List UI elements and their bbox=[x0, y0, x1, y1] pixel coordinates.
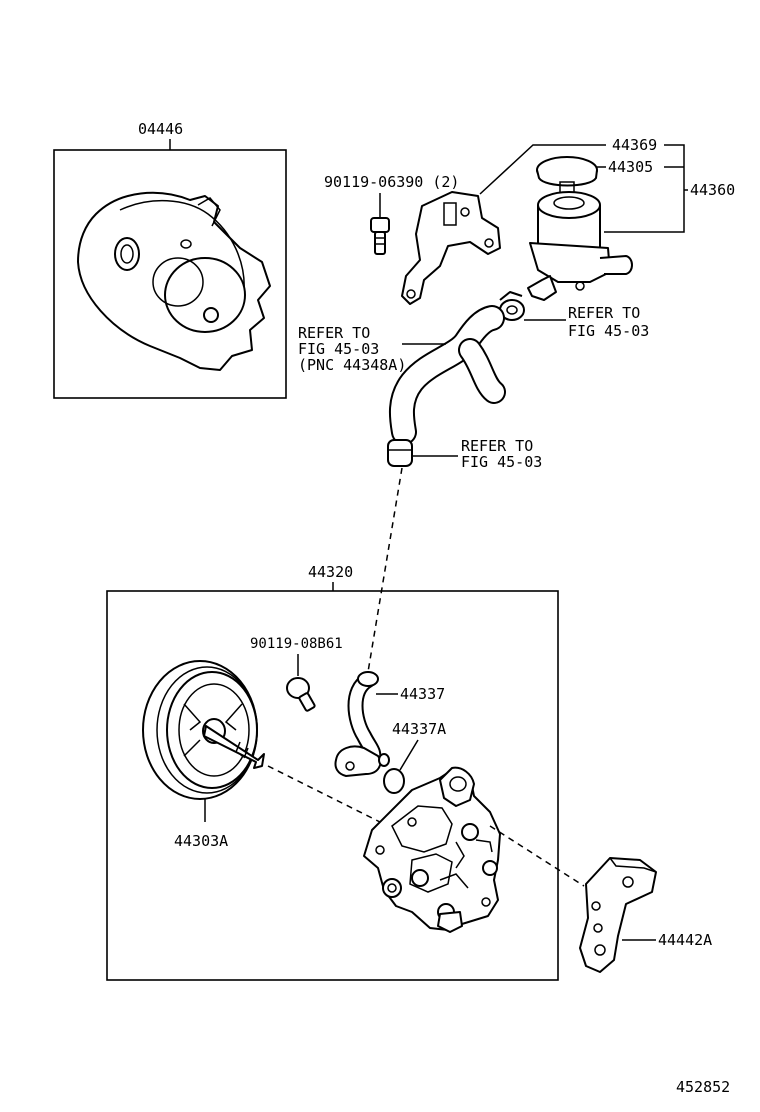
label-44369[interactable]: 44369 bbox=[612, 136, 657, 154]
label-44305[interactable]: 44305 bbox=[608, 158, 653, 176]
figure-number: 452852 bbox=[676, 1078, 730, 1096]
pulley-44303a bbox=[142, 660, 265, 800]
label-04446[interactable]: 04446 bbox=[138, 120, 183, 138]
label-refer-clamp-b-2[interactable]: FIG 45-03 bbox=[461, 453, 542, 471]
label-refer-hose-1[interactable]: REFER TO bbox=[298, 324, 370, 342]
pump-assembly-group: 44320 90119-08B61 44337 44337A bbox=[106, 563, 712, 981]
o-ring-44337a bbox=[383, 768, 405, 794]
upper-hose-clamp bbox=[499, 291, 525, 321]
pump-body bbox=[363, 766, 501, 933]
gasket-kit-illustration bbox=[77, 191, 271, 371]
upper-clamp-group: REFER TO FIG 45-03 bbox=[499, 291, 649, 340]
label-44337a[interactable]: 44337A bbox=[392, 720, 446, 738]
dashed-connector-shaft-pump bbox=[267, 765, 401, 833]
suction-hose-group: REFER TO FIG 45-03 (PNC 44348A) bbox=[298, 305, 506, 445]
dashed-connector-pump-bracket bbox=[489, 825, 585, 887]
label-44303a[interactable]: 44303A bbox=[174, 832, 228, 850]
reservoir-group: 44305 44360 bbox=[527, 144, 735, 301]
pump-bracket-44442a bbox=[579, 857, 657, 973]
label-refer-clamp-a-1[interactable]: REFER TO bbox=[568, 304, 640, 322]
bolt-90119-06390-group: 90119-06390 (2) bbox=[324, 173, 459, 255]
label-refer-clamp-a-2[interactable]: FIG 45-03 bbox=[568, 322, 649, 340]
label-refer-hose-2[interactable]: FIG 45-03 bbox=[298, 340, 379, 358]
reservoir-tank bbox=[527, 181, 633, 301]
reservoir-bracket bbox=[401, 191, 501, 305]
label-44320[interactable]: 44320 bbox=[308, 563, 353, 581]
gasket-kit-group: 04446 bbox=[53, 120, 287, 399]
pressure-pipe-44337 bbox=[334, 671, 390, 777]
label-44337[interactable]: 44337 bbox=[400, 685, 445, 703]
gasket-kit-frame bbox=[53, 149, 287, 399]
pump-assembly-frame bbox=[106, 590, 559, 981]
label-44360[interactable]: 44360 bbox=[690, 181, 735, 199]
leader-44369 bbox=[479, 144, 606, 195]
label-refer-clamp-b-1[interactable]: REFER TO bbox=[461, 437, 533, 455]
leader-44337a bbox=[399, 739, 419, 771]
reservoir-bracket-group: 44369 bbox=[401, 136, 657, 305]
bolt-90119-06390 bbox=[370, 217, 390, 255]
label-90119-06390[interactable]: 90119-06390 (2) bbox=[324, 173, 459, 191]
reservoir-cap bbox=[536, 156, 598, 187]
dashed-connector-hose-pipe bbox=[367, 467, 403, 673]
label-refer-hose-3[interactable]: (PNC 44348A) bbox=[298, 356, 406, 374]
lower-hose-clamp bbox=[387, 439, 413, 467]
bracket-44360 bbox=[604, 144, 685, 233]
lower-clamp-group: REFER TO FIG 45-03 bbox=[387, 437, 542, 471]
bolt-90119-08b61 bbox=[286, 677, 316, 712]
label-90119-08b61[interactable]: 90119-08B61 bbox=[250, 636, 343, 652]
label-44442a[interactable]: 44442A bbox=[658, 931, 712, 949]
